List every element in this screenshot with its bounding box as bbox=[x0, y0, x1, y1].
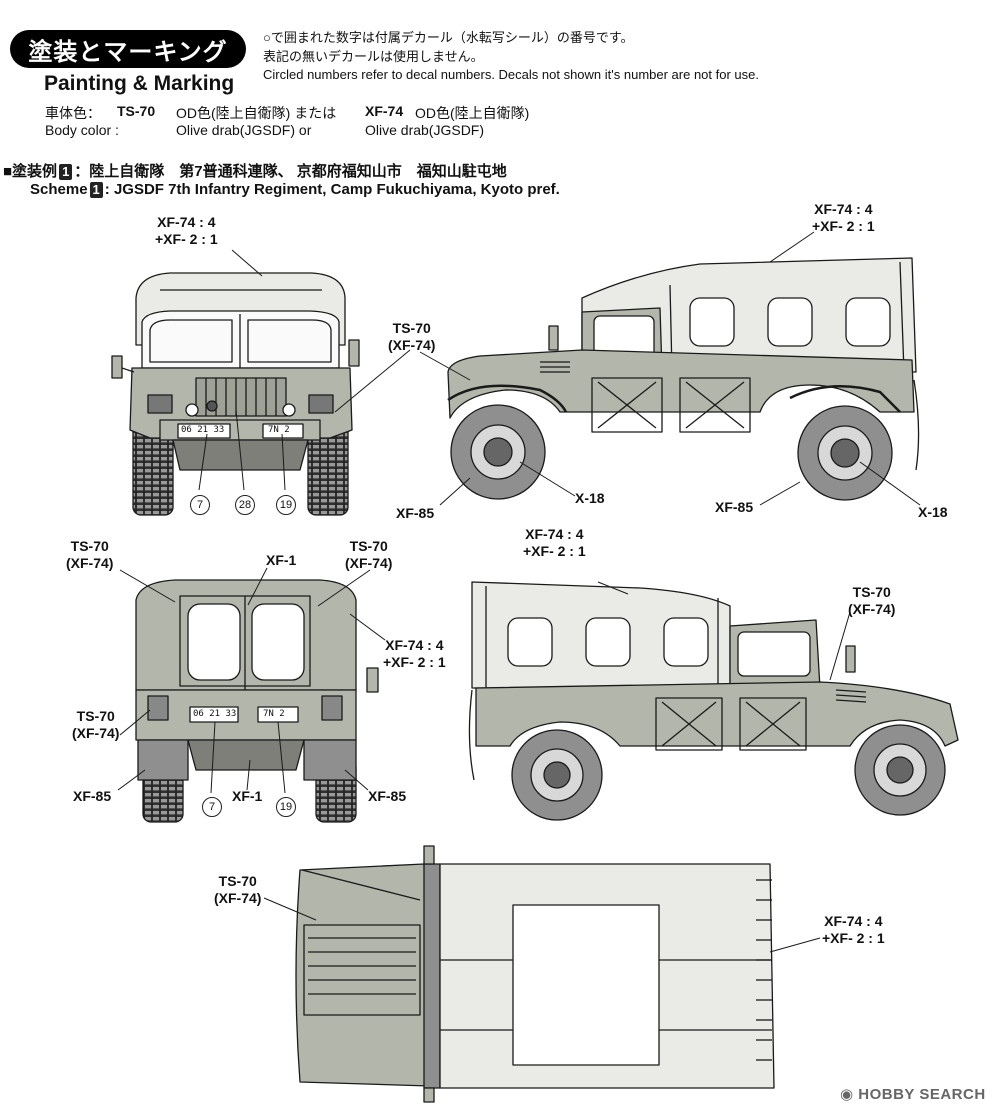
label-ts70: TS-70 bbox=[852, 584, 891, 600]
front-body-color: TS-70 (XF-74) bbox=[388, 320, 435, 354]
body-color-desc-1-en: Olive drab(JGSDF) or bbox=[176, 122, 312, 138]
body-color-desc-2-jp: OD色(陸上自衛隊) bbox=[415, 105, 530, 121]
leader-lines bbox=[117, 231, 921, 953]
label-ts70: TS-70 bbox=[76, 708, 115, 724]
top-hood-color: TS-70 (XF-74) bbox=[214, 873, 261, 907]
side-view-right bbox=[447, 257, 920, 501]
watermark-logo-icon: ◉ bbox=[840, 1086, 854, 1103]
rear-lower-body-color: TS-70 (XF-74) bbox=[72, 708, 119, 742]
label-xf74: (XF-74) bbox=[214, 890, 262, 906]
label-ts70: TS-70 bbox=[392, 320, 431, 336]
side-top-canopy-color: XF-74 : 4 +XF- 2 : 1 bbox=[812, 201, 875, 235]
side-bottom-canopy-color: XF-74 : 4 +XF- 2 : 1 bbox=[523, 526, 586, 560]
side-view-left bbox=[468, 581, 959, 821]
body-color-en-label: Body color : bbox=[45, 122, 119, 138]
section-subtitle: Painting & Marking bbox=[44, 72, 235, 95]
rear-window-frame: XF-1 bbox=[266, 552, 297, 568]
decal-19-rear: 19 bbox=[276, 797, 296, 817]
front-license-plate: 06 21 33 bbox=[181, 425, 225, 435]
body-color-code-1: TS-70 bbox=[117, 103, 156, 119]
note-jp-1: ○で囲まれた数字は付属デカール（水転写シール）の番号です。 bbox=[263, 30, 634, 45]
top-canopy-color: XF-74 : 4 +XF- 2 : 1 bbox=[822, 913, 885, 947]
section-title: 塗装とマーキング bbox=[10, 30, 246, 68]
label-xf74: (XF-74) bbox=[345, 555, 393, 571]
label-mix-b: +XF- 2 : 1 bbox=[523, 543, 586, 559]
body-color-desc-2-en: Olive drab(JGSDF) bbox=[365, 122, 485, 138]
body-color-jp-label: 車体色： bbox=[45, 105, 101, 121]
side-top-wheel-rear: X-18 bbox=[918, 504, 948, 520]
body-color-code-2: XF-74 bbox=[365, 103, 404, 119]
label-mix-a: XF-74 : 4 bbox=[385, 637, 444, 653]
label-xf74: (XF-74) bbox=[66, 555, 114, 571]
watermark-text: HOBBY SEARCH bbox=[858, 1086, 986, 1103]
rear-left-body-color: TS-70 (XF-74) bbox=[66, 538, 113, 572]
label-xf74: (XF-74) bbox=[848, 601, 896, 617]
label-ts70: TS-70 bbox=[349, 538, 388, 554]
rear-right-fender: XF-85 bbox=[368, 788, 407, 804]
rear-unit-plate: 7N 2 bbox=[263, 709, 285, 719]
side-top-wheel-front: X-18 bbox=[575, 490, 605, 506]
rear-right-body-color: TS-70 (XF-74) bbox=[345, 538, 392, 572]
scheme-en-text: : JGSDF 7th Infantry Regiment, Camp Fuku… bbox=[104, 181, 560, 198]
side-top-fender-front: XF-85 bbox=[396, 505, 435, 521]
label-mix-a: XF-74 : 4 bbox=[157, 214, 216, 230]
decal-7-rear: 7 bbox=[202, 797, 222, 817]
label-ts70: TS-70 bbox=[70, 538, 109, 554]
rear-bumper: XF-1 bbox=[232, 788, 263, 804]
label-xf74: (XF-74) bbox=[388, 337, 436, 353]
scheme-jp-prefix: ■塗装例 bbox=[3, 163, 58, 180]
label-mix-b: +XF- 2 : 1 bbox=[812, 218, 875, 234]
rear-license-plate: 06 21 33 bbox=[193, 709, 237, 719]
rear-view bbox=[135, 579, 379, 823]
front-canopy-color: XF-74 : 4 +XF- 2 : 1 bbox=[155, 214, 218, 248]
scheme-jp-text: ：陸上自衛隊 第7普通科連隊、 京都府福知山市 福知山駐屯地 bbox=[74, 163, 507, 180]
side-bottom-body-color: TS-70 (XF-74) bbox=[848, 584, 895, 618]
label-mix-b: +XF- 2 : 1 bbox=[822, 930, 885, 946]
rear-left-fender: XF-85 bbox=[73, 788, 112, 804]
decal-7-front: 7 bbox=[190, 495, 210, 515]
label-mix-b: +XF- 2 : 1 bbox=[383, 654, 446, 670]
label-ts70: TS-70 bbox=[218, 873, 257, 889]
label-mix-a: XF-74 : 4 bbox=[525, 526, 584, 542]
scheme-number-en: 1 bbox=[89, 182, 103, 198]
label-mix-b: +XF- 2 : 1 bbox=[155, 231, 218, 247]
note-jp-2: 表記の無いデカールは使用しません。 bbox=[263, 49, 484, 64]
decal-28: 28 bbox=[235, 495, 255, 515]
decal-19-front: 19 bbox=[276, 495, 296, 515]
top-view bbox=[295, 845, 775, 1103]
scheme-number: 1 bbox=[59, 164, 73, 180]
scheme-en-prefix: Scheme bbox=[30, 181, 88, 198]
label-mix-a: XF-74 : 4 bbox=[814, 201, 873, 217]
rear-canopy-color: XF-74 : 4 +XF- 2 : 1 bbox=[383, 637, 446, 671]
label-mix-a: XF-74 : 4 bbox=[824, 913, 883, 929]
body-color-desc-1-jp: OD色(陸上自衛隊) または bbox=[176, 105, 337, 121]
side-top-fender-rear: XF-85 bbox=[715, 499, 754, 515]
front-unit-plate: 7N 2 bbox=[268, 425, 290, 435]
label-xf74: (XF-74) bbox=[72, 725, 120, 741]
note-en: Circled numbers refer to decal numbers. … bbox=[263, 67, 759, 82]
front-view bbox=[111, 272, 360, 516]
watermark: ◉ HOBBY SEARCH bbox=[840, 1085, 986, 1103]
